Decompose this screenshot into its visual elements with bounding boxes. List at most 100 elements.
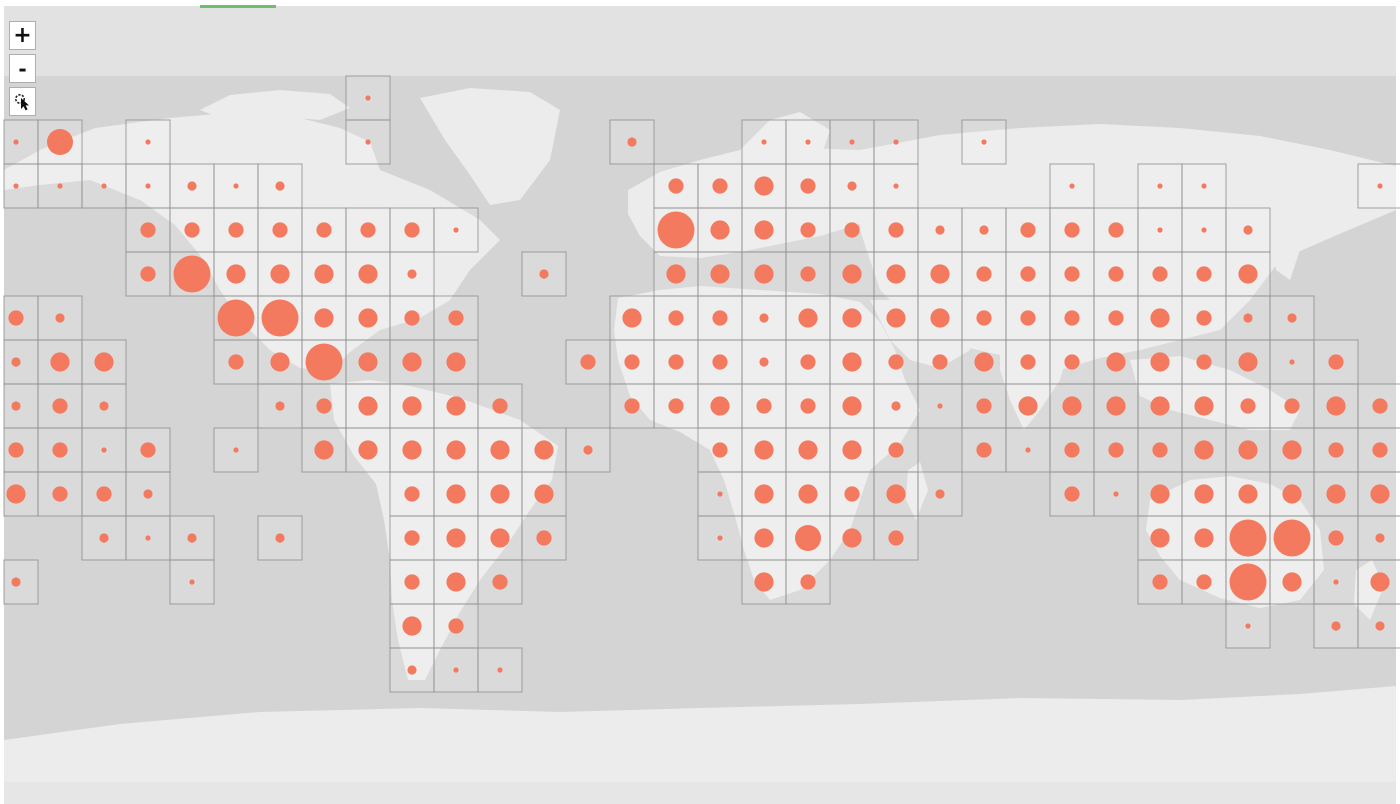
data-bubble	[1157, 183, 1163, 189]
data-bubble	[1150, 484, 1170, 504]
data-bubble	[800, 266, 816, 282]
zoom-out-button[interactable]: -	[9, 54, 36, 83]
data-bubble	[974, 352, 994, 372]
data-bubble	[490, 484, 510, 504]
grid-cell	[653, 383, 699, 429]
data-bubble	[492, 574, 508, 590]
data-bubble	[657, 211, 695, 249]
data-bubble	[712, 442, 728, 458]
grid-cell	[3, 119, 39, 165]
data-bubble	[1328, 354, 1344, 370]
data-bubble	[1372, 398, 1388, 414]
grid-cell	[1357, 515, 1400, 561]
data-bubble	[717, 491, 723, 497]
data-bubble	[8, 310, 24, 326]
data-bubble	[536, 530, 552, 546]
data-bubble	[1196, 310, 1212, 326]
data-bubble	[1020, 354, 1036, 370]
data-bubble	[316, 222, 332, 238]
data-bubble	[1196, 574, 1212, 590]
data-bubble	[402, 440, 422, 460]
data-bubble	[976, 442, 992, 458]
data-bubble	[844, 222, 860, 238]
plus-icon: +	[13, 22, 32, 48]
data-bubble	[453, 227, 459, 233]
data-bubble	[1245, 623, 1251, 629]
data-bubble	[754, 528, 774, 548]
select-tool-button[interactable]	[9, 87, 36, 116]
data-bubble	[187, 181, 197, 191]
land-scandinavia	[740, 112, 830, 170]
grid-cell	[3, 339, 39, 385]
data-bubble	[712, 354, 728, 370]
data-bubble	[888, 530, 904, 546]
grid-cell	[37, 295, 83, 341]
data-bubble	[847, 181, 857, 191]
data-bubble	[710, 264, 730, 284]
data-bubble	[314, 440, 334, 460]
land-greenland	[420, 88, 560, 205]
data-bubble	[448, 618, 464, 634]
data-bubble	[1152, 574, 1168, 590]
data-bubble	[1025, 447, 1031, 453]
data-bubble	[365, 139, 371, 145]
data-bubble	[1062, 396, 1082, 416]
data-bubble	[1238, 352, 1258, 372]
data-bubble	[844, 486, 860, 502]
data-bubble	[492, 398, 508, 414]
data-bubble	[981, 139, 987, 145]
data-bubble	[668, 398, 684, 414]
land-antarctica	[4, 686, 1396, 782]
data-bubble	[1238, 264, 1258, 284]
data-bubble	[756, 398, 772, 414]
data-bubble	[52, 486, 68, 502]
data-bubble	[446, 396, 466, 416]
data-bubble	[52, 398, 68, 414]
data-bubble	[849, 139, 855, 145]
data-bubble	[1064, 266, 1080, 282]
data-bubble	[888, 442, 904, 458]
data-bubble	[1282, 440, 1302, 460]
data-bubble	[8, 442, 24, 458]
data-bubble	[1194, 528, 1214, 548]
data-bubble	[1194, 484, 1214, 504]
data-bubble	[583, 445, 593, 455]
data-bubble	[1069, 183, 1075, 189]
bubble-layer	[6, 95, 1390, 675]
data-bubble	[624, 354, 640, 370]
data-bubble	[754, 440, 774, 460]
data-bubble	[1108, 442, 1124, 458]
data-bubble	[1377, 183, 1383, 189]
data-bubble	[99, 401, 109, 411]
data-bubble	[228, 354, 244, 370]
data-bubble	[1273, 519, 1311, 557]
data-bubble	[446, 572, 466, 592]
data-bubble	[800, 354, 816, 370]
data-bubble	[754, 176, 774, 196]
data-bubble	[622, 308, 642, 328]
data-bubble	[407, 269, 417, 279]
data-bubble	[184, 222, 200, 238]
data-bubble	[140, 442, 156, 458]
data-bubble	[6, 484, 26, 504]
data-bubble	[976, 398, 992, 414]
data-bubble	[11, 401, 21, 411]
data-bubble	[446, 352, 466, 372]
zoom-in-button[interactable]: +	[9, 21, 36, 50]
data-bubble	[1284, 398, 1300, 414]
data-bubble	[52, 442, 68, 458]
data-bubble	[490, 528, 510, 548]
data-bubble	[798, 484, 818, 504]
data-bubble	[1289, 359, 1295, 365]
grid-cell	[653, 251, 699, 297]
data-bubble	[101, 447, 107, 453]
land-japan	[1270, 222, 1300, 280]
land-india	[1000, 334, 1070, 430]
data-bubble	[1064, 222, 1080, 238]
data-bubble	[754, 220, 774, 240]
data-bubble	[358, 264, 378, 284]
data-bubble	[1328, 530, 1344, 546]
data-bubble	[1229, 519, 1267, 557]
zoom-controls: + -	[9, 21, 38, 120]
